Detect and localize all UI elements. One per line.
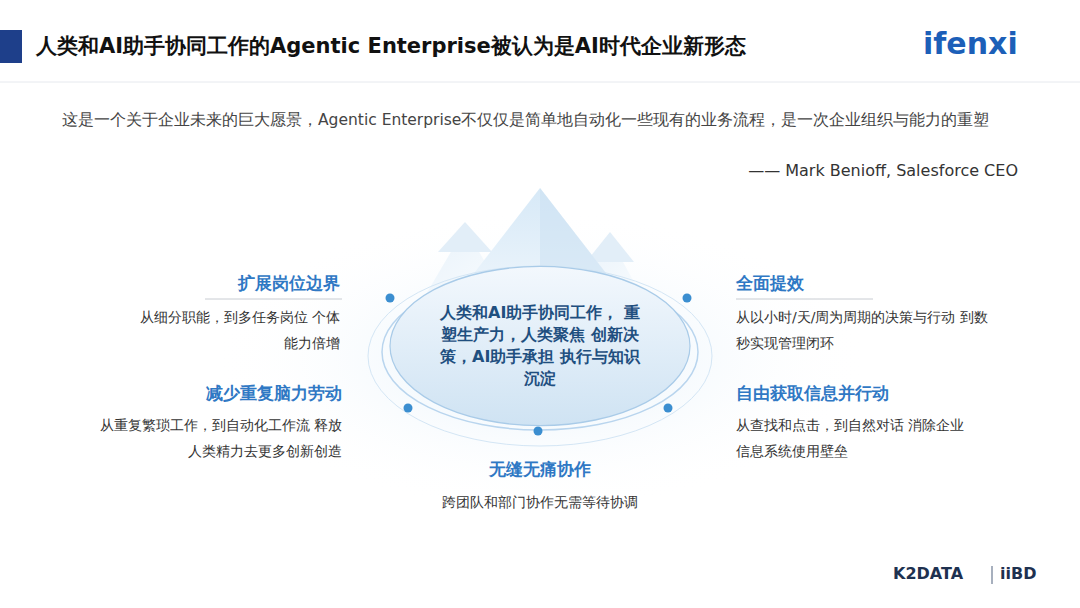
partner-logo: iiBD	[1000, 563, 1036, 585]
logo-divider	[991, 566, 993, 584]
brand-logo: ifenxi	[923, 26, 1018, 62]
feature-body: 从以小时/天/周为周期的决策与行动 到数秒实现管理闭环	[736, 304, 991, 356]
feature-heading: 全面提效	[736, 270, 804, 296]
ring-dot	[683, 294, 692, 303]
center-text: 人类和AI助手协同工作， 重塑生产力，人类聚焦 创新决策，AI助手承担 执行与知…	[435, 302, 645, 390]
quote-text: 这是一个关于企业未来的巨大愿景，Agentic Enterprise不仅仅是简单…	[62, 106, 1027, 134]
feature-body: 从查找和点击，到自然对话 消除企业信息系统使用壁垒	[736, 412, 966, 464]
ring-dot	[534, 427, 543, 436]
heading-rule	[736, 299, 873, 300]
quote-attribution: —— Mark Benioff, Salesforce CEO	[748, 158, 1018, 184]
header-rule	[0, 82, 1080, 83]
feature-body: 从重复繁琐工作，到自动化工作流 释放人类精力去更多创新创造	[92, 412, 342, 464]
feature-heading: 自由获取信息并行动	[736, 380, 889, 406]
feature-body: 从细分职能，到多任务岗位 个体能力倍增	[130, 304, 340, 356]
feature-body: 跨团队和部门协作无需等待协调	[340, 489, 740, 515]
feature-heading: 扩展岗位边界	[238, 270, 340, 296]
ring-dot	[404, 404, 413, 413]
title-accent	[0, 30, 22, 63]
center-ellipse: 人类和AI助手协同工作， 重塑生产力，人类聚焦 创新决策，AI助手承担 执行与知…	[388, 264, 692, 428]
feature-heading: 无缝无痛协作	[390, 456, 690, 482]
slide-title: 人类和AI助手协同工作的Agentic Enterprise被认为是AI时代企业…	[36, 31, 746, 61]
partner-logo: K2DATA	[893, 563, 963, 585]
orbit-ring-outer	[368, 266, 712, 446]
feature-heading: 减少重复脑力劳动	[206, 380, 342, 406]
ring-dot	[386, 294, 395, 303]
ring-dot	[664, 404, 673, 413]
heading-rule	[205, 299, 342, 300]
ellipse-outline	[388, 264, 692, 428]
side-arrow-left	[438, 222, 492, 252]
ellipse-content: 人类和AI助手协同工作， 重塑生产力，人类聚焦 创新决策，AI助手承担 执行与知…	[388, 264, 692, 428]
